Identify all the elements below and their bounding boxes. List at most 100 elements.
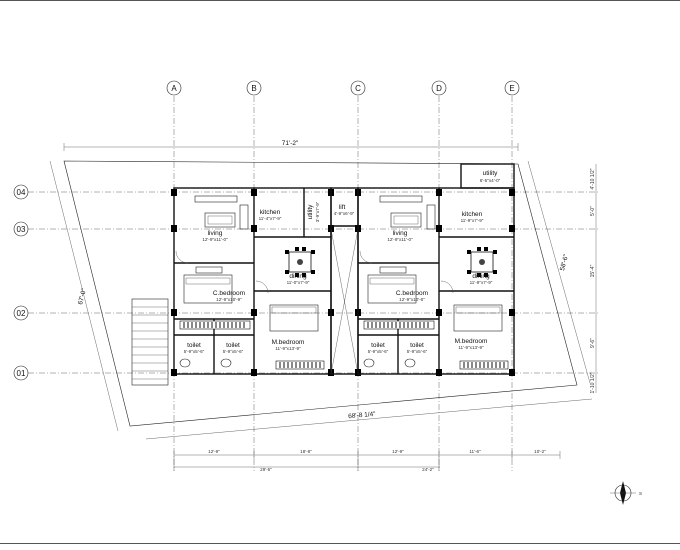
grid-bubble-01: 01 xyxy=(13,365,29,381)
dim-bottom-4: 11'-6" xyxy=(469,449,481,454)
grid-bubble-03: 03 xyxy=(13,221,29,237)
room-toilet2-right-size: 5'-9"x5'-6" xyxy=(407,349,428,354)
room-utility-left: utility xyxy=(307,204,314,220)
wardrobe-hatch xyxy=(463,362,505,368)
grid-bubble-d: D xyxy=(431,80,447,96)
bed-icon xyxy=(367,266,417,304)
room-cbedroom-left-size: 12'-9"x10'-9" xyxy=(216,297,242,302)
room-dining-right: dining xyxy=(472,273,490,280)
dim-bottom-3: 12'-9" xyxy=(392,449,404,454)
room-lift: lift xyxy=(339,204,346,211)
room-dining-right-size: 11'-9"x7'-9" xyxy=(470,280,493,285)
sofa-icon xyxy=(390,204,436,230)
wardrobe-icon xyxy=(179,320,251,330)
right-dimensions: 4'-10 1/2" 5'-0" 15'-4" 9'-6" 1'-10 1/2" xyxy=(590,164,597,394)
room-toilet2-right: toilet xyxy=(410,342,424,349)
unit-right: utility 6'-5"x4'-0" kitchen 11'-9"x7'-9"… xyxy=(357,163,515,376)
grid-label-03: 03 xyxy=(17,225,26,234)
dim-overall-top: 71'-2" xyxy=(282,140,299,147)
room-toilet2-left-size: 5'-9"x5'-6" xyxy=(223,349,244,354)
room-toilet1-left: toilet xyxy=(187,342,201,349)
dim-bottom-1: 12'-9" xyxy=(208,449,220,454)
grid-label-b: B xyxy=(251,84,256,93)
room-utility-right: utility xyxy=(483,170,499,177)
bed-icon xyxy=(183,266,233,304)
tv-unit-icon xyxy=(194,195,238,203)
site-boundary xyxy=(63,160,578,427)
dim-left-side: 67'-0" xyxy=(77,287,88,305)
dim-right-2: 5'-0" xyxy=(590,206,596,216)
room-living-left-size: 12'-9"x11'-0" xyxy=(202,237,228,242)
grid-label-a: A xyxy=(171,84,177,93)
dim-bottom-total-1: 29'-5" xyxy=(260,467,272,472)
room-kitchen-right: kitchen xyxy=(462,211,483,218)
unit-left: kitchen 11'-4"x7'-9" utility 3'-9"x7'-9"… xyxy=(171,187,334,376)
room-kitchen-right-size: 11'-9"x7'-9" xyxy=(461,218,484,223)
dim-right-4: 9'-6" xyxy=(590,338,596,348)
grid-label-e: E xyxy=(509,84,514,93)
room-dining-left: dining xyxy=(289,273,307,280)
grid-bubble-a: A xyxy=(166,80,182,96)
staircase xyxy=(131,298,169,386)
dim-right-5: 1'-10 1/2" xyxy=(590,372,596,393)
grid-bubble-c: C xyxy=(350,80,366,96)
room-lift-size: 4'-9"x6'-9" xyxy=(334,211,355,216)
room-cbedroom-right-size: 12'-9"x10'-6" xyxy=(399,297,425,302)
dining-table-icon xyxy=(285,247,315,277)
room-toilet2-left: toilet xyxy=(226,342,240,349)
dim-bottom-total-2: 24'-2" xyxy=(422,467,434,472)
dim-right-1: 4'-10 1/2" xyxy=(590,168,596,189)
grid-label-c: C xyxy=(355,84,361,93)
column-grid: A B C D E xyxy=(166,80,520,471)
grid-bubble-04: 04 xyxy=(13,184,29,200)
grid-label-d: D xyxy=(436,84,442,93)
north-arrow-icon: S xyxy=(610,481,642,505)
overall-dimensions: 71'-2" 68'-8 1/4" 67'-0" 58'-6" xyxy=(49,140,593,440)
bottom-dimensions: 12'-9" 18'-8" 12'-9" 11'-6" 10'-2" 29'-5… xyxy=(173,449,561,472)
wardrobe-hatch xyxy=(183,322,245,328)
utility-right-outline xyxy=(460,163,515,189)
room-toilet1-left-size: 5'-9"x5'-6" xyxy=(184,349,205,354)
room-living-left: living xyxy=(208,230,223,237)
grid-label-01: 01 xyxy=(17,369,26,378)
bed-icon xyxy=(453,304,503,332)
wardrobe-hatch xyxy=(279,362,321,368)
bed-icon xyxy=(269,304,319,332)
dim-right-side: 58'-6" xyxy=(559,253,570,271)
wc-icon xyxy=(179,358,232,368)
lift-core: lift 4'-9"x6'-9" xyxy=(330,187,361,376)
sofa-icon xyxy=(204,204,249,230)
room-toilet1-right: toilet xyxy=(371,342,385,349)
grid-bubble-b: B xyxy=(246,80,262,96)
door-swing-icon xyxy=(255,280,269,294)
room-living-right-size: 12'-9"x11'-0" xyxy=(387,237,413,242)
room-cbedroom-right: C.bedroom xyxy=(396,290,428,297)
door-swing-icon xyxy=(440,280,454,294)
dim-bottom-2: 18'-8" xyxy=(300,449,312,454)
north-arrow-label: S xyxy=(639,491,642,496)
dim-right-3: 15'-4" xyxy=(590,264,596,277)
dim-bottom-5: 10'-2" xyxy=(534,449,546,454)
dim-overall-bottom: 68'-8 1/4" xyxy=(348,411,377,420)
grid-label-02: 02 xyxy=(17,309,26,318)
room-toilet1-right-size: 5'-9"x5'-6" xyxy=(368,349,389,354)
room-utility-right-size: 6'-5"x4'-0" xyxy=(480,178,501,183)
wardrobe-hatch xyxy=(367,322,429,328)
room-mbedroom-right-size: 11'-9"x13'-9" xyxy=(458,345,484,350)
wardrobe-icon xyxy=(363,320,435,330)
door-swing-icon xyxy=(359,250,373,264)
room-kitchen-left: kitchen xyxy=(260,209,281,216)
room-living-right: living xyxy=(393,230,408,237)
room-mbedroom-left-size: 11'-9"x13'-9" xyxy=(275,346,301,351)
room-kitchen-left-size: 11'-4"x7'-9" xyxy=(259,216,282,221)
grid-bubble-02: 02 xyxy=(13,305,29,321)
room-utility-left-size: 3'-9"x7'-9" xyxy=(315,201,320,222)
door-swing-icon xyxy=(175,250,189,264)
tv-unit-icon xyxy=(379,195,423,203)
room-dining-left-size: 11'-0"x7'-9" xyxy=(287,280,310,285)
dining-table-icon xyxy=(467,247,497,277)
wc-icon xyxy=(363,358,416,368)
grid-label-04: 04 xyxy=(17,188,26,197)
